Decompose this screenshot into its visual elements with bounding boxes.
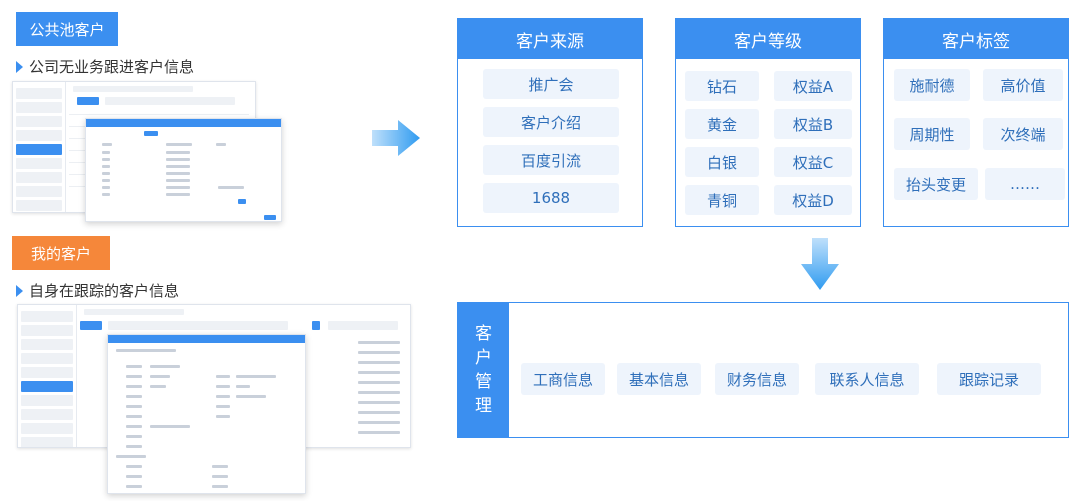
level-item: 青铜 [685, 185, 759, 215]
arrow-down-icon [801, 238, 839, 290]
customer-management-panel: 客 户 管 理 工商信息 基本信息 财务信息 联系人信息 跟踪记录 [457, 302, 1069, 438]
source-item: 客户介绍 [483, 107, 619, 137]
tag-item: 次终端 [983, 118, 1063, 150]
my-customers-desc-row: 自身在跟踪的客户信息 [16, 280, 179, 301]
customer-tags-panel: 客户标签 施耐德 高价值 周期性 次终端 抬头变更 …… [883, 18, 1069, 227]
management-item-tracking-record: 跟踪记录 [937, 363, 1041, 395]
chevron-right-icon [16, 60, 23, 73]
source-item: 百度引流 [483, 145, 619, 175]
level-item: 钻石 [685, 71, 759, 101]
my-customers-desc: 自身在跟踪的客户信息 [29, 282, 180, 300]
level-item: 权益B [774, 109, 852, 139]
customer-level-title: 客户等级 [676, 19, 860, 59]
customer-source-title: 客户来源 [458, 19, 642, 59]
my-customers-tag: 我的客户 [12, 236, 110, 270]
source-item: 推广会 [483, 69, 619, 99]
level-item: 权益D [774, 185, 852, 215]
public-pool-modal [85, 118, 282, 222]
tag-item: 周期性 [894, 118, 970, 150]
screenshot-sidebar [18, 305, 77, 447]
customer-level-panel: 客户等级 钻石 权益A 黄金 权益B 白银 权益C 青铜 权益D [675, 18, 861, 227]
public-pool-tag: 公共池客户 [16, 12, 118, 46]
level-item: 黄金 [685, 109, 759, 139]
customer-tags-title: 客户标签 [884, 19, 1068, 59]
tag-item: 抬头变更 [894, 168, 978, 200]
tag-item: 施耐德 [894, 69, 970, 101]
management-item-finance-info: 财务信息 [715, 363, 799, 395]
management-item-basic-info: 基本信息 [617, 363, 701, 395]
customer-management-label: 客 户 管 理 [458, 303, 509, 437]
chevron-right-icon [16, 284, 23, 297]
my-customers-modal [107, 334, 306, 494]
management-item-contact-info: 联系人信息 [815, 363, 919, 395]
level-item: 白银 [685, 147, 759, 177]
public-pool-desc: 公司无业务跟进客户信息 [29, 58, 195, 76]
tag-item: 高价值 [983, 69, 1063, 101]
level-item: 权益C [774, 147, 852, 177]
management-item-business-info: 工商信息 [521, 363, 605, 395]
source-item: 1688 [483, 183, 619, 213]
public-pool-desc-row: 公司无业务跟进客户信息 [16, 56, 194, 77]
tag-item: …… [985, 168, 1065, 200]
arrow-right-icon [372, 120, 420, 156]
level-item: 权益A [774, 71, 852, 101]
customer-source-panel: 客户来源 推广会 客户介绍 百度引流 1688 [457, 18, 643, 227]
screenshot-sidebar [13, 82, 66, 212]
